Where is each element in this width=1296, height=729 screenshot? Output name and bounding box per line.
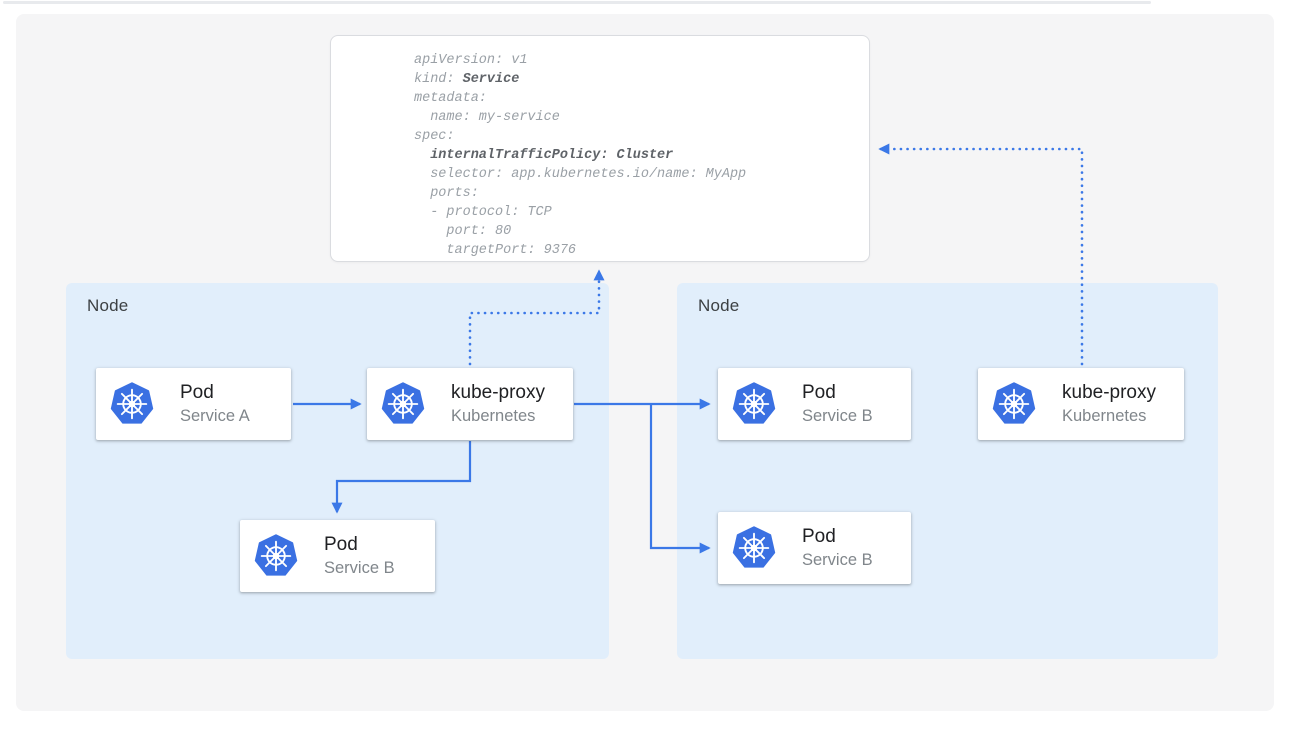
pod-card-service-b-left: Pod Service B <box>240 520 435 592</box>
card-title: Pod <box>324 534 358 555</box>
kubernetes-icon <box>110 382 154 426</box>
code-line: port: 80 <box>414 224 512 239</box>
code-line: name: my-service <box>414 110 560 125</box>
kube-proxy-card-right: kube-proxy Kubernetes <box>978 368 1184 440</box>
code-line: - protocol: TCP <box>414 205 552 220</box>
card-subtitle: Service B <box>324 559 395 577</box>
kubernetes-icon <box>254 534 298 578</box>
code-line: internalTrafficPolicy: Cluster <box>430 148 674 163</box>
card-subtitle: Service A <box>180 407 250 425</box>
kube-proxy-card-left: kube-proxy Kubernetes <box>367 368 573 440</box>
card-subtitle: Service B <box>802 407 873 425</box>
node-box-right: Node <box>677 283 1218 659</box>
code-line: selector: app.kubernetes.io/name: MyApp <box>414 167 747 182</box>
node-label: Node <box>698 296 740 315</box>
card-title: kube-proxy <box>451 382 545 403</box>
top-divider <box>3 1 1151 4</box>
code-line: spec: <box>414 129 455 144</box>
code-line: kind: Service <box>414 72 520 87</box>
kubernetes-icon <box>381 382 425 426</box>
card-title: Pod <box>180 382 214 403</box>
kubernetes-icon <box>992 382 1036 426</box>
code-line: metadata: <box>414 91 487 106</box>
card-title: kube-proxy <box>1062 382 1156 403</box>
pod-card-service-b-right-top: Pod Service B <box>718 368 911 440</box>
node-box-left: Node <box>66 283 609 659</box>
code-line: targetPort: 9376 <box>414 243 577 258</box>
pod-card-service-a: Pod Service A <box>96 368 291 440</box>
card-subtitle: Service B <box>802 551 873 569</box>
kubernetes-icon <box>732 526 776 570</box>
card-title: Pod <box>802 382 836 403</box>
kubernetes-icon <box>732 382 776 426</box>
pod-card-service-b-right-bottom: Pod Service B <box>718 512 911 584</box>
card-title: Pod <box>802 526 836 547</box>
card-subtitle: Kubernetes <box>451 407 536 425</box>
code-line: apiVersion: v1 <box>414 53 528 68</box>
node-label: Node <box>87 296 129 315</box>
card-subtitle: Kubernetes <box>1062 407 1147 425</box>
yaml-manifest-card: apiVersion: v1 kind: Service metadata: n… <box>330 35 870 262</box>
yaml-code-block: apiVersion: v1 kind: Service metadata: n… <box>414 51 746 260</box>
code-line: ports: <box>414 186 479 201</box>
